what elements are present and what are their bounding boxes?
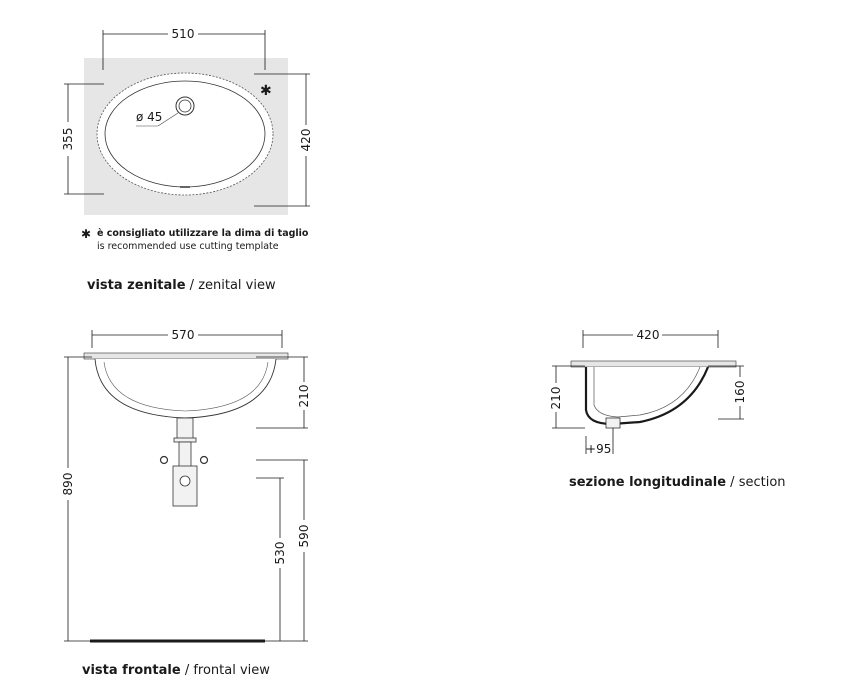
section-drain [605,417,621,429]
dim-210-front: 210 [297,385,311,408]
caption-section-view: sezione longitudinale / section [569,475,786,490]
caption-front-view: vista frontale / frontal view [82,663,270,678]
dim-890: 890 [61,473,75,496]
note-star: ✱ [81,227,91,241]
countertop-slab [83,352,289,360]
caption-top-view: vista zenitale / zenital view [87,278,276,293]
top-view: ø 45 ✱ 510 355 420 ✱ è consigliato utili… [61,27,313,293]
dim-510: 510 [172,27,195,41]
dim-590: 590 [297,525,311,548]
note-english: is recommended use cutting template [97,241,279,252]
dim-160: 160 [733,381,747,404]
dim-570: 570 [172,328,195,342]
dim-210-section: 210 [549,387,563,410]
hole-diameter-label: ø 45 [136,110,162,124]
siphon [178,441,192,469]
basin-bowl [94,358,277,419]
dim-420-section: 420 [637,328,660,342]
section-basin [584,366,710,426]
overflow-slot [180,186,190,188]
front-view: 570 210 890 590 530 [61,328,311,678]
cutting-template-star: ✱ [260,83,272,99]
dim-420: 420 [299,129,313,152]
drain-pipe [176,417,194,441]
dim-95: +95 [586,442,611,456]
valve-right [199,455,209,465]
note-italian: è consigliato utilizzare la dima di tagl… [97,228,309,239]
dim-355: 355 [61,128,75,151]
valve-left [159,455,169,465]
section-view: 420 210 160 +95 sezione longitudinale / … [549,328,786,490]
dim-530: 530 [273,542,287,565]
